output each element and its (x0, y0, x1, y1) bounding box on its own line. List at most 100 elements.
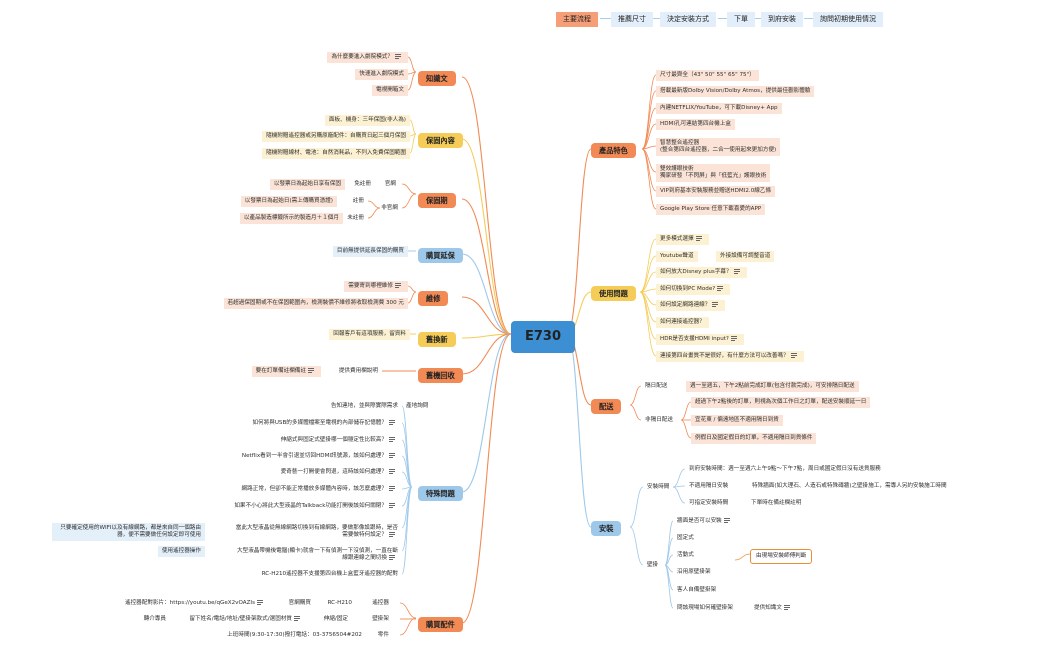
install-time-item: 可指定安裝時間 (685, 498, 732, 509)
link (629, 486, 644, 528)
acc-remote-site: 官網購買 (285, 598, 315, 609)
topic-text: 以產品製造標籤所示的製造月＋１個月 (243, 215, 339, 221)
topic-text: 連接第四台畫質不是很好，有什麼方法可以改善嗎？ (660, 353, 789, 359)
link (680, 419, 692, 439)
repair-item: 需要寄到哪裡維修 (344, 281, 408, 292)
topic-text: 如何將與USB的多媒體檔案至電視的內部儲存記憶體？ (252, 420, 387, 426)
topic-text: 零件 (377, 632, 389, 638)
topic-text: 特殊牆面(如大理石、人造石或特殊磚牆)之壁掛施工，需專人另約安裝施工時間 (752, 483, 947, 489)
topic-text: 當此大型液晶從無線網路切換到有線網路，要做那像設跟時，是否需要做特何設定？ (235, 525, 398, 538)
delivery-item: 超過下午2點後的訂單，則視為次個工作日之訂單，配送安裝順延一日 (691, 397, 871, 408)
topic-text: 產品特色 (599, 146, 628, 155)
topic-text: 註冊 (352, 198, 364, 204)
topic-text: 到府安裝 (768, 15, 796, 23)
link (664, 537, 674, 566)
topic-text: 下單時在備註欄註明 (751, 500, 802, 506)
install-time-item: 不適用隔日安裝 (685, 481, 732, 492)
note-icon (783, 605, 791, 610)
topic-text: 安裝時間 (647, 484, 670, 490)
link (639, 238, 657, 293)
topic-text: HDMI孔可連結第四台機上盒 (660, 121, 731, 127)
note-icon (717, 286, 724, 291)
topic-text: 例假日及國定假日的訂單，不適用隔日到貨條件 (695, 435, 813, 441)
topic-text: 轉介專員 (143, 616, 166, 622)
topic-text: 上班時間(9:30-17:30)撥打電話：03-3756504#202 (227, 632, 362, 638)
branch-knowledge: 知識文 (418, 71, 456, 86)
install-time-sub: 特殊牆面(如大理石、人造石或特殊磚牆)之壁掛施工，需專人另約安裝施工時間 (748, 481, 951, 492)
topic-text: 超過下午2點後的訂單，則視為次個工作日之訂單，配送安裝順延一日 (695, 399, 867, 405)
period-unregistered: 未註冊 (343, 213, 368, 224)
topic-text: 如何設定網路連線？ (660, 302, 711, 308)
acc-mount-kind: 伸縮/固定 (320, 614, 352, 625)
recycle-note: 要在訂單備註欄備註 (251, 366, 321, 377)
faq-item: 如何設定網路連線？ (656, 300, 726, 311)
note-icon (389, 469, 396, 474)
topic-text: 如何放大Disney plus字幕？ (660, 269, 732, 275)
topic-text: 內建NETFLIX/YouTube，可下載Disney+ App (660, 105, 778, 111)
flow-step: 下單 (727, 12, 755, 27)
link (629, 526, 644, 566)
delivery-next-day: 隔日配送 (641, 381, 671, 392)
period-registered: 註冊 (349, 196, 368, 207)
topic-text: 固定式 (677, 535, 694, 541)
link (639, 291, 657, 357)
note-icon (712, 302, 719, 307)
topic-text: 大型液晶帶機後電腦(顯卡)就會一下有偵測一下沒偵測，一直在斷線跟連線之間切換 (237, 548, 398, 561)
topic-text: 需要寄到哪裡維修 (348, 283, 393, 289)
topic-text: 維修 (426, 294, 441, 303)
link (734, 553, 751, 561)
topic-text: 如何切換到PC Mode? (660, 286, 716, 292)
topic-text: 配送 (599, 402, 614, 411)
topic-text: 沿用原壁掛架 (677, 569, 711, 575)
topic-text: 非隔日配送 (645, 417, 673, 423)
install-wall-item: 沿用原壁掛架 (673, 567, 715, 578)
topic-text: 舊換新 (426, 335, 448, 344)
topic-text: E730 (525, 329, 562, 344)
topic-text: 知識文 (426, 74, 448, 83)
branch-link (461, 296, 512, 335)
topic-text: 隔日配送 (645, 383, 668, 389)
link (401, 486, 413, 575)
install-wall-item: 牆面是否可以安裝 (673, 516, 737, 527)
topic-text: 活動式 (677, 552, 694, 558)
link (407, 56, 417, 73)
topic-text: 提供費用欄說明 (338, 368, 378, 374)
link (664, 564, 674, 609)
topic-text: 由現場安裝師傅判斷 (756, 553, 807, 559)
repair-item: 若超過保固期或不在保固範圍內，檢測裝價不維修將收取檢測費 300 元 (223, 298, 408, 309)
link (367, 200, 381, 209)
topic-text: 牆面是否可以安裝 (677, 518, 722, 524)
knowledge-item: 快速進入劇院模式 (355, 69, 408, 80)
install-wall-result: 由現場安裝師傅判斷 (750, 549, 813, 564)
topic-text: 客人自備壁掛架 (677, 587, 717, 593)
branch-warranty: 保固內容 (418, 133, 463, 148)
topic-text: 不適用隔日安裝 (689, 483, 729, 489)
special-item: 愛奇藝一打開便會閃退，這時該如何處理？ (277, 467, 402, 478)
topic-text: 舊機回收 (426, 371, 455, 380)
topic-text: 更多模式選擇 (660, 236, 694, 242)
topic-text: HDR是否支援HDMI input? (660, 336, 729, 342)
special-item: 告知連地，並與際實際需求 (327, 401, 402, 412)
knowledge-item: 電視開箱文 (372, 85, 408, 96)
topic-text: 可指定安裝時間 (689, 500, 729, 506)
topic-text: 目前無提供延長保固的購買 (336, 248, 404, 254)
install-wall-item: 活動式 (673, 550, 698, 561)
topic-text: 隨機附贈遙控器或另購原廠配件：自購買日起三個月保固 (266, 133, 406, 139)
branch-link (461, 138, 512, 335)
topic-text: 下單 (734, 15, 748, 23)
branch-link (461, 333, 512, 624)
install-wall-last-sub: 提供知識文 (750, 603, 797, 614)
special-note: 只要確定使用的WIFI以及有線網路，都是來自同一個路由器，便不需要做任何設定即可… (52, 523, 205, 541)
link (401, 183, 417, 195)
acc-remote-video: 遙控器配對影片：https://youtu.be/qGeX2vOAZIs (121, 598, 270, 609)
flow-step: 到府安裝 (761, 12, 803, 27)
topic-text: 特殊問題 (426, 489, 455, 498)
branch-repair: 維修 (418, 291, 449, 306)
acc-mount-order: 留下姓名/電話/地址/壁掛架款式/選固材質 (185, 614, 307, 625)
topic-text: 官網 (384, 181, 396, 187)
note-icon (733, 269, 741, 274)
feature-item: 內建NETFLIX/YouTube，可下載Disney+ App (656, 103, 782, 114)
topic-text: 回報客戶有這項服務，留資料 (333, 331, 406, 337)
